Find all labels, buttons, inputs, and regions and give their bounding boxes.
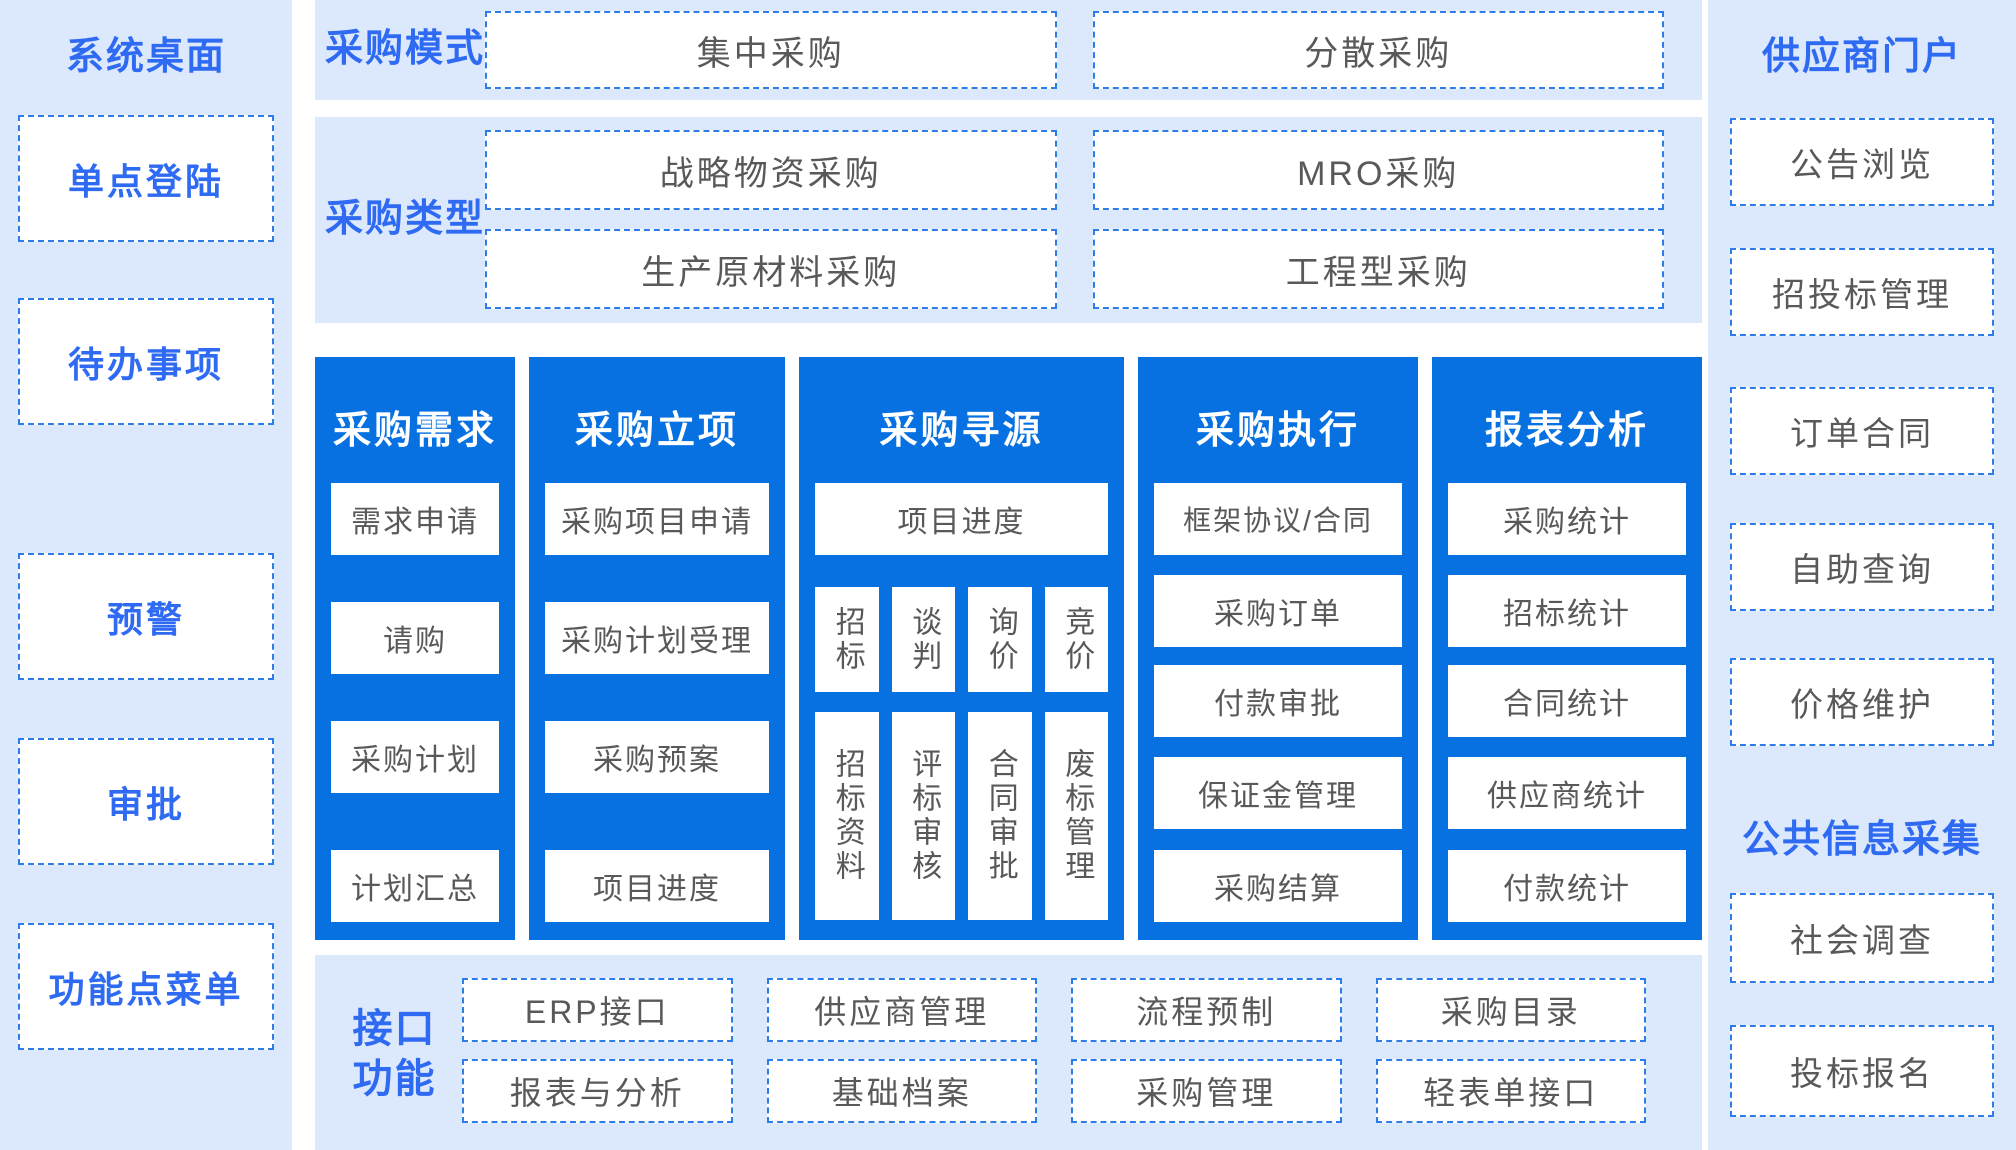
node-plan-acceptance: 采购计划受理 <box>545 602 769 674</box>
node-demand-application: 需求申请 <box>331 483 499 555</box>
node-payment-approval: 付款审批 <box>1154 665 1402 737</box>
module-columns: 采购需求 需求申请 请购 采购计划 计划汇总 采购立项 采购项目申请 采购计划受… <box>315 357 1702 940</box>
node-social-survey: 社会调查 <box>1730 893 1994 983</box>
node-procurement-catalog: 采购目录 <box>1375 978 1646 1042</box>
node-self-service-query: 自助查询 <box>1730 523 1994 611</box>
sidebar-item-approval: 审批 <box>18 738 274 865</box>
public-info-collection-title: 公共信息采集 <box>1741 819 1982 861</box>
sidebar-item-function-menu: 功能点菜单 <box>18 923 274 1050</box>
column-procurement-execution: 采购执行 框架协议/合同 采购订单 付款审批 保证金管理 采购结算 <box>1138 357 1418 940</box>
node-basic-archives: 基础档案 <box>766 1059 1037 1123</box>
interface-label-line2: 功能 <box>352 1057 437 1101</box>
node-contract-approval: 合同审批 <box>968 712 1032 920</box>
main-diagram-area: 采购模式 集中采购 分散采购 采购类型 战略物资采购 MRO采购 生产原材料采购… <box>315 0 1702 1150</box>
band-interface-functions-label: 接口 功能 <box>327 978 462 1130</box>
node-procurement-plan: 采购计划 <box>331 721 499 793</box>
node-bidding-statistics: 招标统计 <box>1448 575 1686 647</box>
node-plan-summary: 计划汇总 <box>331 850 499 922</box>
node-sourcing-project-progress: 项目进度 <box>815 483 1108 555</box>
band-procurement-mode-label: 采购模式 <box>325 28 486 71</box>
node-deposit-management: 保证金管理 <box>1154 757 1402 829</box>
sourcing-management-row: 招标资料 评标审核 合同审批 废标管理 <box>815 712 1108 920</box>
sourcing-methods-row: 招标 谈判 询价 竞价 <box>815 587 1108 692</box>
node-procurement-statistics: 采购统计 <box>1448 483 1686 555</box>
node-bid-registration: 投标报名 <box>1730 1025 1994 1117</box>
node-purchase-request: 请购 <box>331 602 499 674</box>
node-strategic-material-procurement: 战略物资采购 <box>485 130 1057 210</box>
band-procurement-type: 采购类型 战略物资采购 MRO采购 生产原材料采购 工程型采购 <box>315 117 1702 323</box>
sidebar-item-todo: 待办事项 <box>18 298 274 425</box>
node-centralized-procurement: 集中采购 <box>485 11 1057 89</box>
node-purchase-order: 采购订单 <box>1154 575 1402 647</box>
node-framework-agreement-contract: 框架协议/合同 <box>1154 483 1402 555</box>
node-decentralized-procurement: 分散采购 <box>1092 11 1664 89</box>
node-supplier-management: 供应商管理 <box>766 978 1037 1042</box>
node-competitive-pricing: 竞价 <box>1044 587 1108 692</box>
band-procurement-type-label: 采购类型 <box>325 198 486 241</box>
node-bidding-materials: 招标资料 <box>815 712 879 920</box>
band-procurement-type-boxes: 战略物资采购 MRO采购 生产原材料采购 工程型采购 <box>485 130 1664 310</box>
node-negotiation: 谈判 <box>891 587 955 692</box>
left-sidebar-title: 系统桌面 <box>65 36 226 78</box>
node-project-progress: 项目进度 <box>545 850 769 922</box>
column-procurement-sourcing-title: 采购寻源 <box>879 410 1044 452</box>
node-bidding: 招标 <box>815 587 879 692</box>
column-procurement-initiation: 采购立项 采购项目申请 采购计划受理 采购预案 项目进度 <box>529 357 785 940</box>
node-supplier-statistics: 供应商统计 <box>1448 757 1686 829</box>
node-order-contract: 订单合同 <box>1730 387 1994 475</box>
supplier-portal-title: 供应商门户 <box>1761 36 1962 78</box>
node-payment-statistics: 付款统计 <box>1448 850 1686 922</box>
band-procurement-mode-boxes: 集中采购 分散采购 <box>485 11 1664 89</box>
column-procurement-initiation-title: 采购立项 <box>574 410 739 452</box>
column-procurement-demand-title: 采购需求 <box>332 410 497 452</box>
sidebar-item-alert: 预警 <box>18 553 274 680</box>
node-mro-procurement: MRO采购 <box>1092 130 1664 210</box>
left-sidebar: 系统桌面 单点登陆 待办事项 预警 审批 功能点菜单 <box>0 0 292 1150</box>
column-report-analysis-title: 报表分析 <box>1484 410 1649 452</box>
node-bid-invitation-management: 招投标管理 <box>1730 248 1994 336</box>
node-announcement-browsing: 公告浏览 <box>1730 118 1994 206</box>
band-procurement-mode: 采购模式 集中采购 分散采购 <box>315 0 1702 100</box>
band-interface-functions: 接口 功能 ERP接口 供应商管理 流程预制 采购目录 报表与分析 基础档案 采… <box>315 955 1702 1150</box>
node-bid-evaluation-review: 评标审核 <box>891 712 955 920</box>
node-procurement-management: 采购管理 <box>1071 1059 1342 1123</box>
column-procurement-demand: 采购需求 需求申请 请购 采购计划 计划汇总 <box>315 357 515 940</box>
node-report-and-analysis: 报表与分析 <box>462 1059 733 1123</box>
interface-function-grid: ERP接口 供应商管理 流程预制 采购目录 报表与分析 基础档案 采购管理 轻表… <box>462 978 1648 1130</box>
right-sidebar: 供应商门户 公告浏览 招投标管理 订单合同 自助查询 价格维护 公共信息采集 社… <box>1708 0 2016 1150</box>
column-procurement-sourcing: 采购寻源 项目进度 招标 谈判 询价 竞价 招标资料 评标审核 合同审批 废标管… <box>799 357 1124 940</box>
column-procurement-execution-title: 采购执行 <box>1195 410 1360 452</box>
node-process-presets: 流程预制 <box>1071 978 1342 1042</box>
interface-label-line1: 接口 <box>352 1007 437 1051</box>
column-report-analysis: 报表分析 采购统计 招标统计 合同统计 供应商统计 付款统计 <box>1432 357 1702 940</box>
node-rejected-bid-management: 废标管理 <box>1044 712 1108 920</box>
sidebar-item-single-sign-on: 单点登陆 <box>18 115 274 242</box>
node-project-application: 采购项目申请 <box>545 483 769 555</box>
node-procurement-prearrangement: 采购预案 <box>545 721 769 793</box>
node-inquiry: 询价 <box>968 587 1032 692</box>
node-light-form-interface: 轻表单接口 <box>1375 1059 1646 1123</box>
node-contract-statistics: 合同统计 <box>1448 665 1686 737</box>
node-procurement-settlement: 采购结算 <box>1154 850 1402 922</box>
node-engineering-procurement: 工程型采购 <box>1092 229 1664 309</box>
node-price-maintenance: 价格维护 <box>1730 658 1994 746</box>
node-erp-interface: ERP接口 <box>462 978 733 1042</box>
node-raw-material-procurement: 生产原材料采购 <box>485 229 1057 309</box>
